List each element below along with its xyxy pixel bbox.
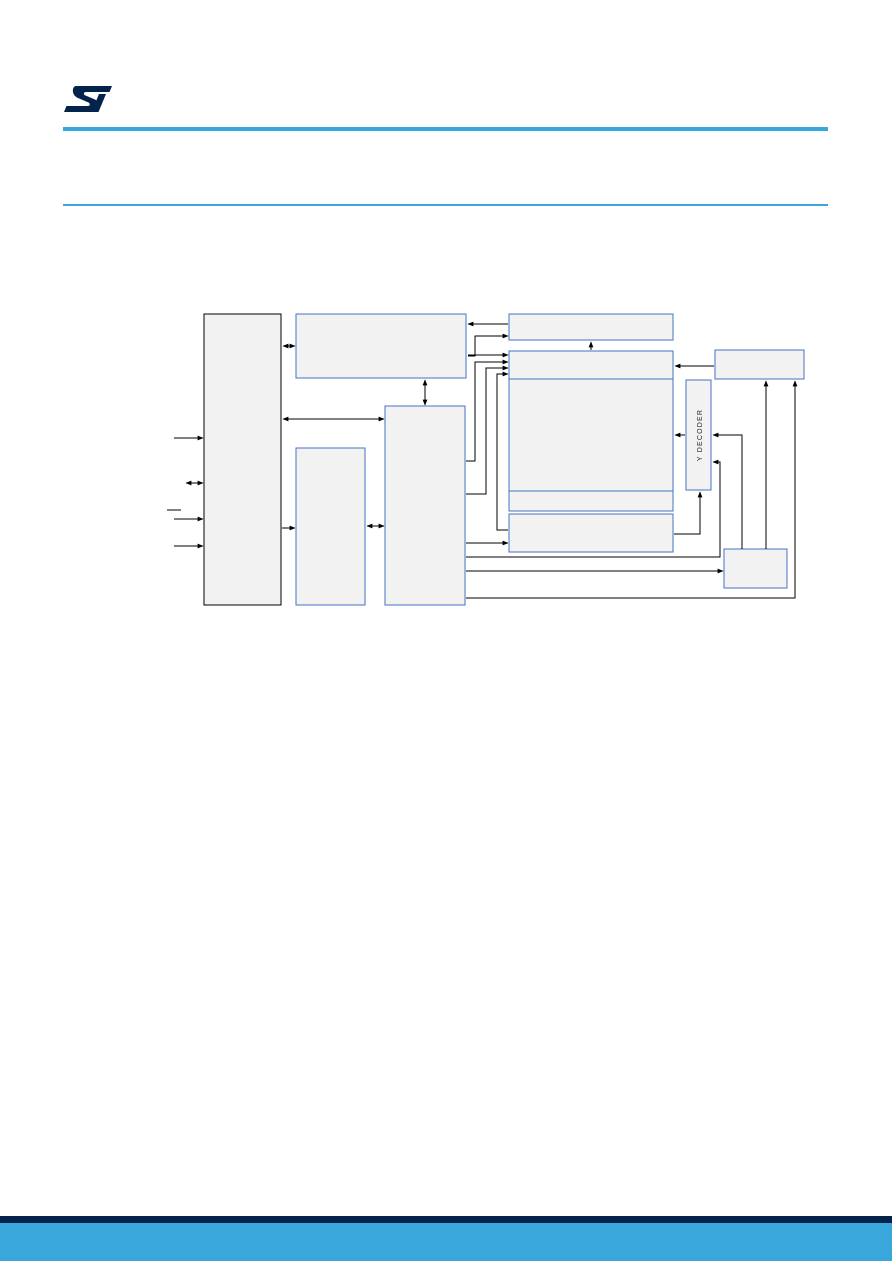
cmd-to-array-b — [466, 365, 509, 495]
high-voltage-block — [723, 548, 788, 589]
address-register-block — [508, 513, 674, 553]
cmd-to-ydecoder — [466, 459, 721, 558]
footer-band — [0, 1216, 892, 1261]
hv-to-ydecoder — [712, 432, 743, 549]
control-logic-block — [295, 313, 467, 379]
st-logo-mark — [64, 86, 112, 112]
command-interface-block — [384, 405, 466, 606]
memory-array-block — [508, 350, 674, 512]
cmd-to-array-c — [496, 371, 509, 531]
footer-band-dark — [0, 1216, 892, 1223]
y-decoder-label: Y DECODER — [697, 409, 704, 461]
status-register-block — [295, 447, 366, 606]
cmd-to-xdecoder-loop — [466, 380, 798, 599]
cmd-to-array-a — [466, 359, 509, 462]
header-rule-thin — [63, 204, 828, 206]
st-logo-icon — [64, 86, 112, 112]
header-rule-thick — [63, 127, 828, 131]
footer-band-accent — [0, 1223, 892, 1261]
y-decoder-block — [685, 379, 712, 491]
address-to-ydecoder — [674, 491, 703, 535]
io-interface-block — [203, 313, 282, 606]
x-decoder-block — [714, 349, 805, 380]
control-to-array-1 — [468, 333, 509, 357]
page-buffer-block — [508, 313, 674, 341]
